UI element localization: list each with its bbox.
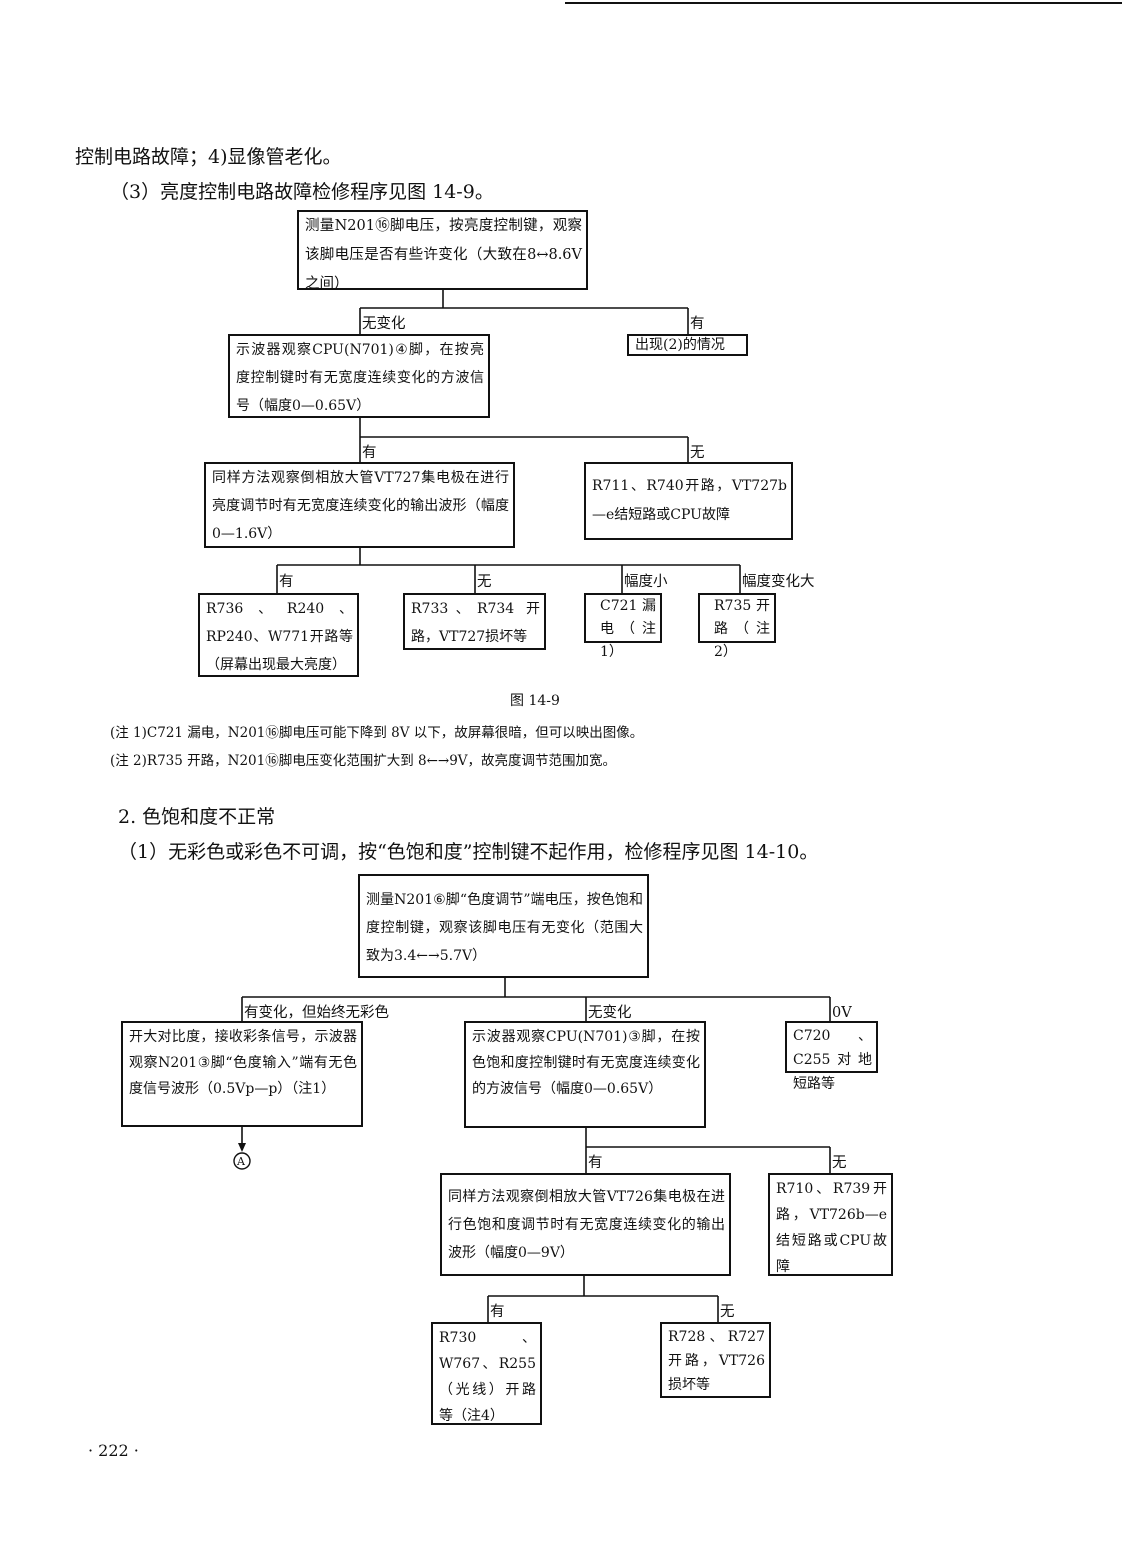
fig9-r733-box: R733、R734 开路，VT727损坏等 bbox=[403, 593, 546, 650]
fig9-r711-box: R711、R740开路，VT727b—e结短路或CPU故障 bbox=[584, 462, 793, 540]
fig9-cpu-box: 示波器观察CPU(N701)④脚，在按亮度控制键时有无宽度连续变化的方波信号（幅… bbox=[228, 334, 490, 418]
fig10-label-change-no-color: 有变化，但始终无彩色 bbox=[244, 1005, 389, 1021]
fig10-label-yes: 有 bbox=[588, 1155, 603, 1171]
fig9-vt727-box: 同样方法观察倒相放大管VT727集电极在进行亮度调节时有无宽度连续变化的输出波形… bbox=[204, 462, 515, 548]
fig9-label-yes-3: 有 bbox=[279, 574, 294, 590]
fig9-situation2-box: 出现(2)的情况 bbox=[627, 334, 748, 356]
fig10-c720-box: C720、C255对地短路等 bbox=[785, 1021, 878, 1092]
fig10-r710-box: R710、R739开路，VT726b—e结短路或CPU故障 bbox=[768, 1173, 893, 1276]
fig10-root-box: 测量N201⑥脚“色度调节”端电压，按色饱和度控制键，观察该脚电压有无变化（范围… bbox=[358, 874, 649, 978]
fig10-label-no-2: 无 bbox=[720, 1304, 735, 1320]
fig10-r730-box: R730、W767、R255（光线）开路等（注4） bbox=[431, 1322, 542, 1425]
fig9-label-no-3: 无 bbox=[477, 574, 492, 590]
fig9-note-1: (注 1)C721 漏电，N201⑯脚电压可能下降到 8V 以下，故屏幕很暗，但… bbox=[110, 725, 644, 741]
fig10-label-0v: 0V bbox=[832, 1005, 852, 1021]
fig9-root-box: 测量N201⑯脚电压，按亮度控制键，观察该脚电压是否有些许变化（大致在8↔8.6… bbox=[297, 210, 588, 292]
section2-line-1: （1）无彩色或彩色不可调，按“色饱和度”控制键不起作用，检修程序见图 14-10… bbox=[118, 841, 819, 863]
intro-line-1: 控制电路故障；4)显像管老化。 bbox=[75, 146, 342, 168]
fig10-label-no-change: 无变化 bbox=[588, 1005, 632, 1021]
fig9-label-amp-big: 幅度变化大 bbox=[742, 574, 815, 590]
fig9-r736-box: R736、R240、RP240、W771开路等（屏幕出现最大亮度） bbox=[198, 593, 359, 677]
fig9-label-amp-small: 幅度小 bbox=[624, 574, 668, 590]
fig10-r728-box: R728、R727开路，VT726损坏等 bbox=[660, 1322, 771, 1398]
fig9-label-yes-2: 有 bbox=[362, 445, 377, 461]
fig9-r735-box: R735开路（注2） bbox=[698, 593, 776, 660]
fig10-cpu-box: 示波器观察CPU(N701)③脚，在按色饱和度控制键时有无宽度连续变化的方波信号… bbox=[464, 1021, 706, 1128]
fig10-marker-a: A bbox=[237, 1155, 245, 1168]
intro-line-2: （3）亮度控制电路故障检修程序见图 14-9。 bbox=[110, 181, 494, 203]
section2-heading: 2. 色饱和度不正常 bbox=[118, 806, 276, 828]
fig10-vt726-box: 同样方法观察倒相放大管VT726集电极在进行色饱和度调节时有无宽度连续变化的输出… bbox=[440, 1173, 731, 1276]
page-number: · 222 · bbox=[88, 1441, 139, 1460]
fig10-label-yes-2: 有 bbox=[490, 1304, 505, 1320]
fig10-contrast-box: 开大对比度，接收彩条信号，示波器观察N201③脚“色度输入”端有无色度信号波形（… bbox=[121, 1021, 363, 1127]
fig9-caption: 图 14-9 bbox=[510, 693, 560, 709]
fig9-label-no-2: 无 bbox=[690, 445, 705, 461]
fig9-label-no-change: 无变化 bbox=[362, 316, 406, 332]
top-rule bbox=[565, 2, 1122, 4]
fig10-label-no: 无 bbox=[832, 1155, 847, 1171]
fig9-c721-box: C721漏电（注1） bbox=[584, 593, 662, 660]
fig9-label-yes: 有 bbox=[690, 316, 705, 332]
fig9-note-2: (注 2)R735 开路，N201⑯脚电压变化范围扩大到 8←→9V，故亮度调节… bbox=[110, 753, 617, 769]
